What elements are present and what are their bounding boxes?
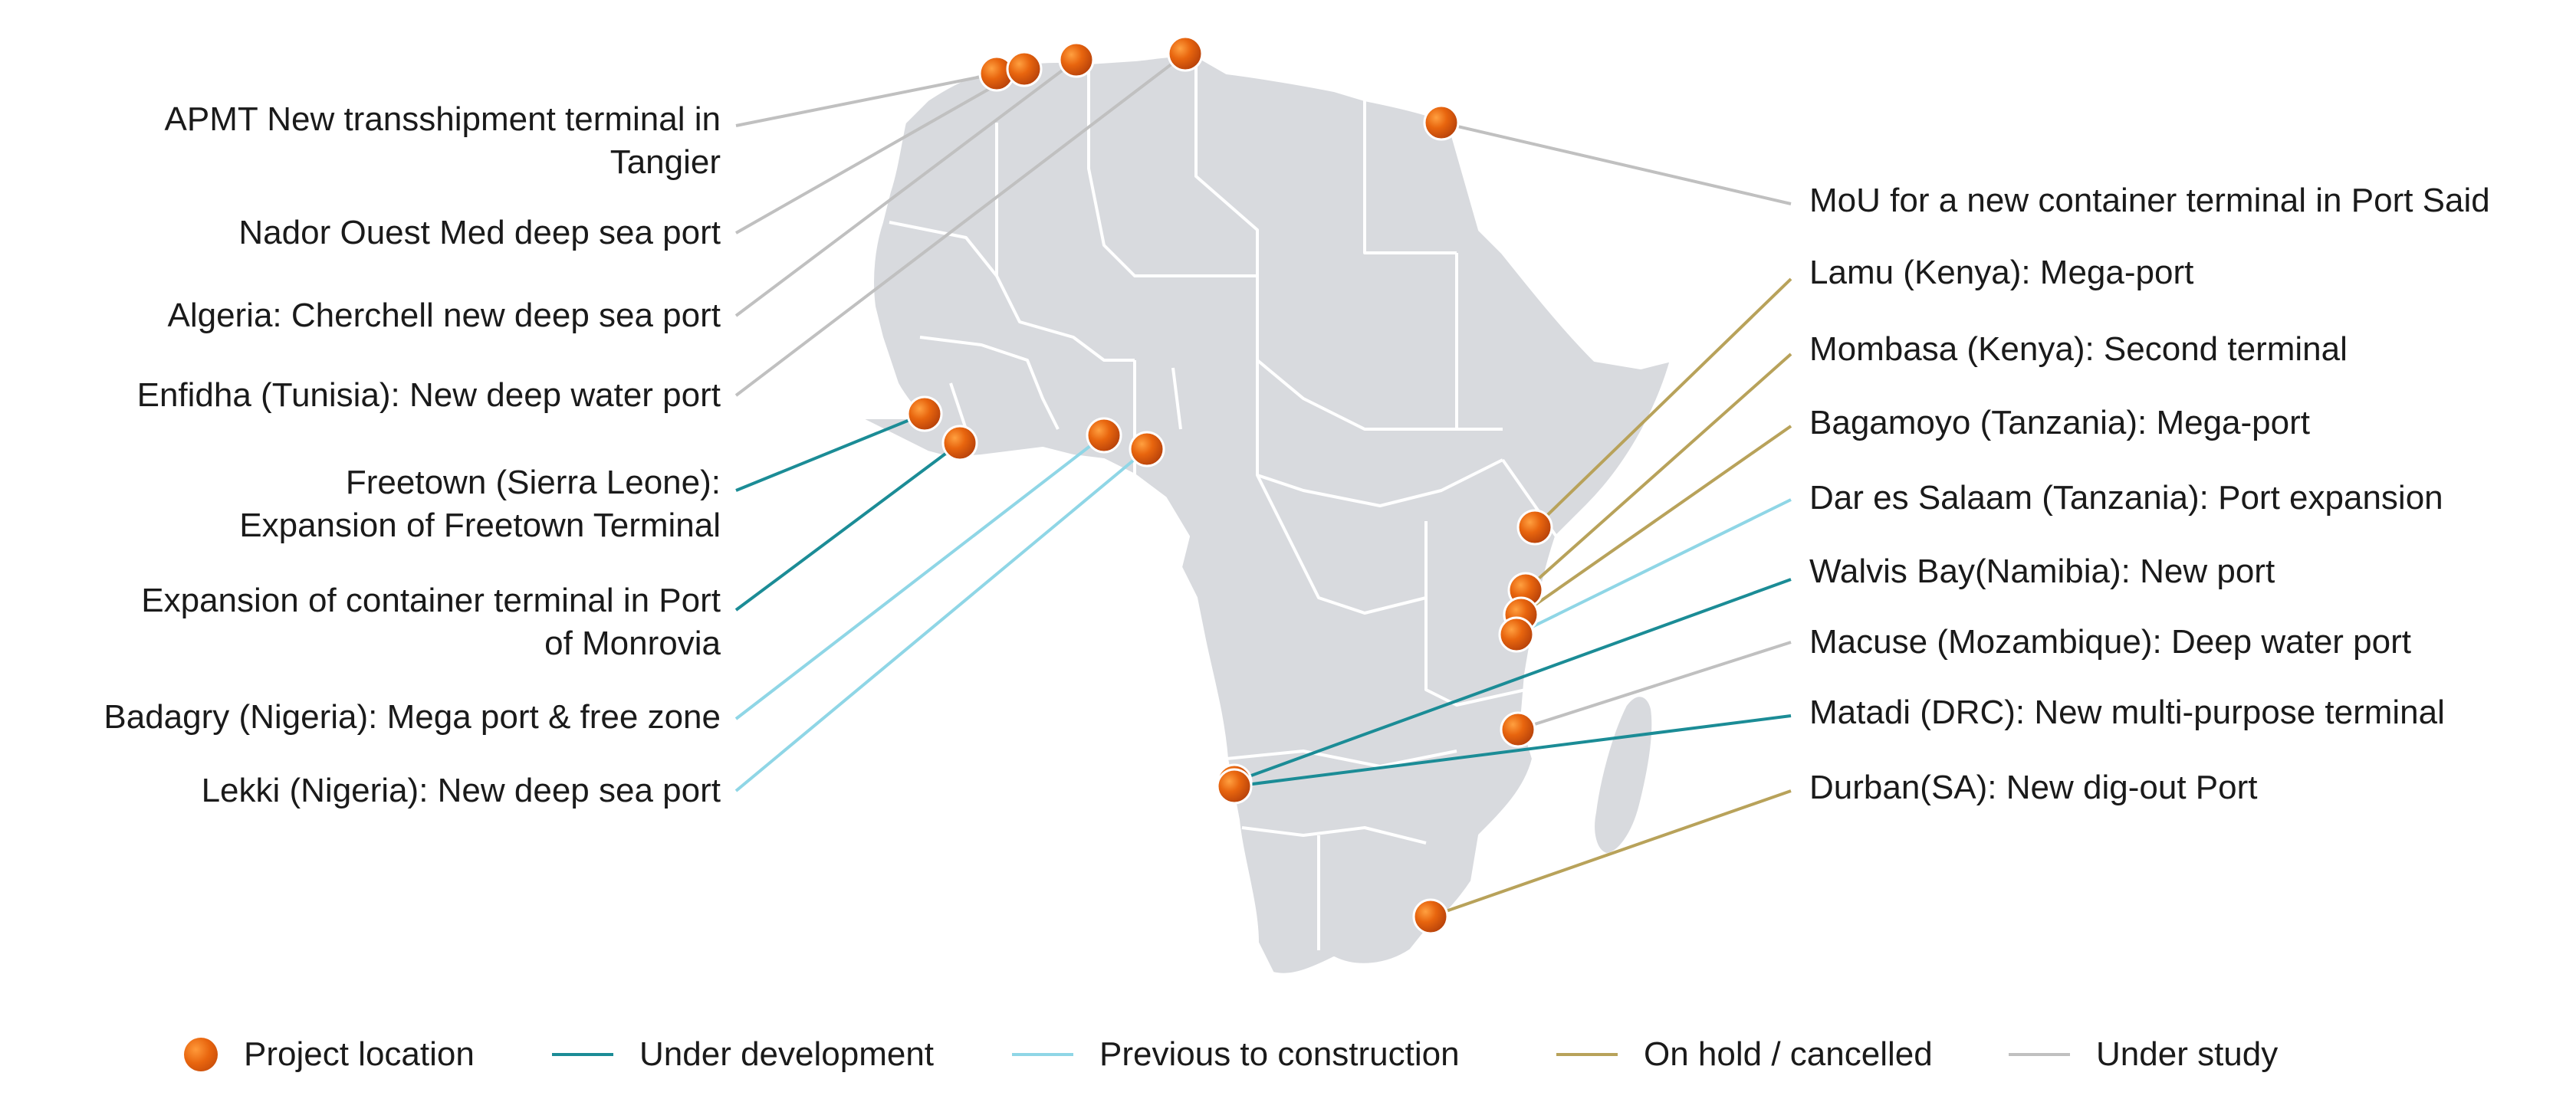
leader-line-right-1 <box>1533 277 1792 529</box>
legend-label: Project location <box>244 1035 475 1073</box>
right-label-1: Lamu (Kenya): Mega-port <box>1809 254 2194 291</box>
leader-line-left-3 <box>734 52 1187 397</box>
legend-item-2: Previous to construction <box>1012 1024 1460 1085</box>
leader-line-left-5 <box>734 441 961 612</box>
right-label-8: Durban(SA): New dig-out Port <box>1809 769 2258 806</box>
label-line: Freetown (Sierra Leone): <box>345 464 721 501</box>
right-label-3: Bagamoyo (Tanzania): Mega-port <box>1809 404 2310 441</box>
legend: Project location Under development Previou… <box>0 1024 2576 1085</box>
label-line: of Monrovia <box>544 625 721 662</box>
leader-line-left-4 <box>735 412 925 492</box>
project-dot-left-2 <box>1058 41 1095 78</box>
project-locations <box>906 35 1553 935</box>
leader-line-left-1 <box>735 67 1025 235</box>
leader-line-left-7 <box>734 448 1148 792</box>
legend-label: Under development <box>639 1035 935 1073</box>
legend-line-swatch <box>1012 1053 1073 1056</box>
project-dot-left-3 <box>1167 35 1204 72</box>
leader-line-right-2 <box>1524 353 1792 592</box>
leader-line-right-8 <box>1430 789 1792 918</box>
leader-line-left-0 <box>735 72 997 127</box>
right-label-0: MoU for a new container terminal in Port… <box>1809 182 2490 219</box>
leader-line-left-2 <box>734 58 1078 317</box>
project-dot-right-6 <box>1500 711 1536 748</box>
left-label-3: Enfidha (Tunisia): New deep water port <box>137 374 721 417</box>
label-line: Enfidha (Tunisia): New deep water port <box>136 376 721 414</box>
legend-line-swatch <box>2009 1053 2070 1056</box>
project-dot-right-8 <box>1412 898 1449 935</box>
label-line: Lekki (Nigeria): New deep sea port <box>201 772 721 809</box>
project-dot-left-1 <box>1006 51 1043 87</box>
madagascar-landmass <box>1592 694 1655 857</box>
legend-item-4: Under study <box>2009 1024 2278 1085</box>
label-line: Algeria: Cherchell new deep sea port <box>167 297 721 334</box>
leader-line-right-6 <box>1517 641 1792 731</box>
leader-line-right-3 <box>1520 425 1792 616</box>
legend-line-swatch <box>1556 1053 1618 1056</box>
label-line: Expansion of Freetown Terminal <box>239 507 721 544</box>
left-label-5: Expansion of container terminal in Port o… <box>141 579 721 665</box>
project-dot-left-4 <box>906 395 943 432</box>
legend-label: Previous to construction <box>1099 1035 1460 1073</box>
legend-line-swatch <box>552 1053 613 1056</box>
legend-item-1: Under development <box>552 1024 934 1085</box>
right-label-6: Macuse (Mozambique): Deep water port <box>1809 623 2411 661</box>
project-dot-left-6 <box>1086 417 1122 454</box>
project-dot-right-0 <box>1423 104 1460 141</box>
right-label-5: Walvis Bay(Namibia): New port <box>1809 553 2275 590</box>
right-label-2: Mombasa (Kenya): Second terminal <box>1809 330 2348 368</box>
country-borders <box>889 55 1558 950</box>
right-label-4: Dar es Salaam (Tanzania): Port expansion <box>1809 479 2443 517</box>
label-line: Expansion of container terminal in Port <box>141 582 721 619</box>
project-dot-left-5 <box>941 425 978 461</box>
leader-line-right-5 <box>1234 578 1792 783</box>
leader-line-right-4 <box>1516 498 1792 636</box>
label-line: Badagry (Nigeria): Mega port & free zone <box>104 698 721 736</box>
legend-item-3: On hold / cancelled <box>1556 1024 1933 1085</box>
leader-line-right-7 <box>1234 714 1792 788</box>
project-dot-right-1 <box>1516 509 1553 546</box>
project-dot-right-4 <box>1498 616 1535 653</box>
label-line: Tangier <box>610 143 721 181</box>
legend-label: Under study <box>2096 1035 2279 1073</box>
label-line: APMT New transshipment terminal in <box>164 100 721 138</box>
left-label-0: APMT New transshipment terminal in Tangie… <box>165 98 721 184</box>
leader-line-right-0 <box>1441 121 1792 205</box>
left-label-1: Nador Ouest Med deep sea port <box>238 212 721 254</box>
left-label-2: Algeria: Cherchell new deep sea port <box>167 294 721 337</box>
leader-line-left-6 <box>734 434 1106 720</box>
project-dot-right-7 <box>1216 768 1253 805</box>
legend-item-0: Project location <box>184 1024 475 1085</box>
leader-lines <box>734 52 1792 918</box>
left-label-4: Freetown (Sierra Leone): Expansion of Fre… <box>239 461 721 547</box>
legend-label: On hold / cancelled <box>1644 1035 1933 1073</box>
project-dot-left-7 <box>1129 431 1165 467</box>
legend-dot-swatch <box>184 1038 218 1071</box>
left-label-6: Badagry (Nigeria): Mega port & free zone <box>104 696 721 739</box>
left-label-7: Lekki (Nigeria): New deep sea port <box>202 769 721 812</box>
label-line: Nador Ouest Med deep sea port <box>238 214 721 251</box>
right-label-7: Matadi (DRC): New multi-purpose terminal <box>1809 694 2445 731</box>
